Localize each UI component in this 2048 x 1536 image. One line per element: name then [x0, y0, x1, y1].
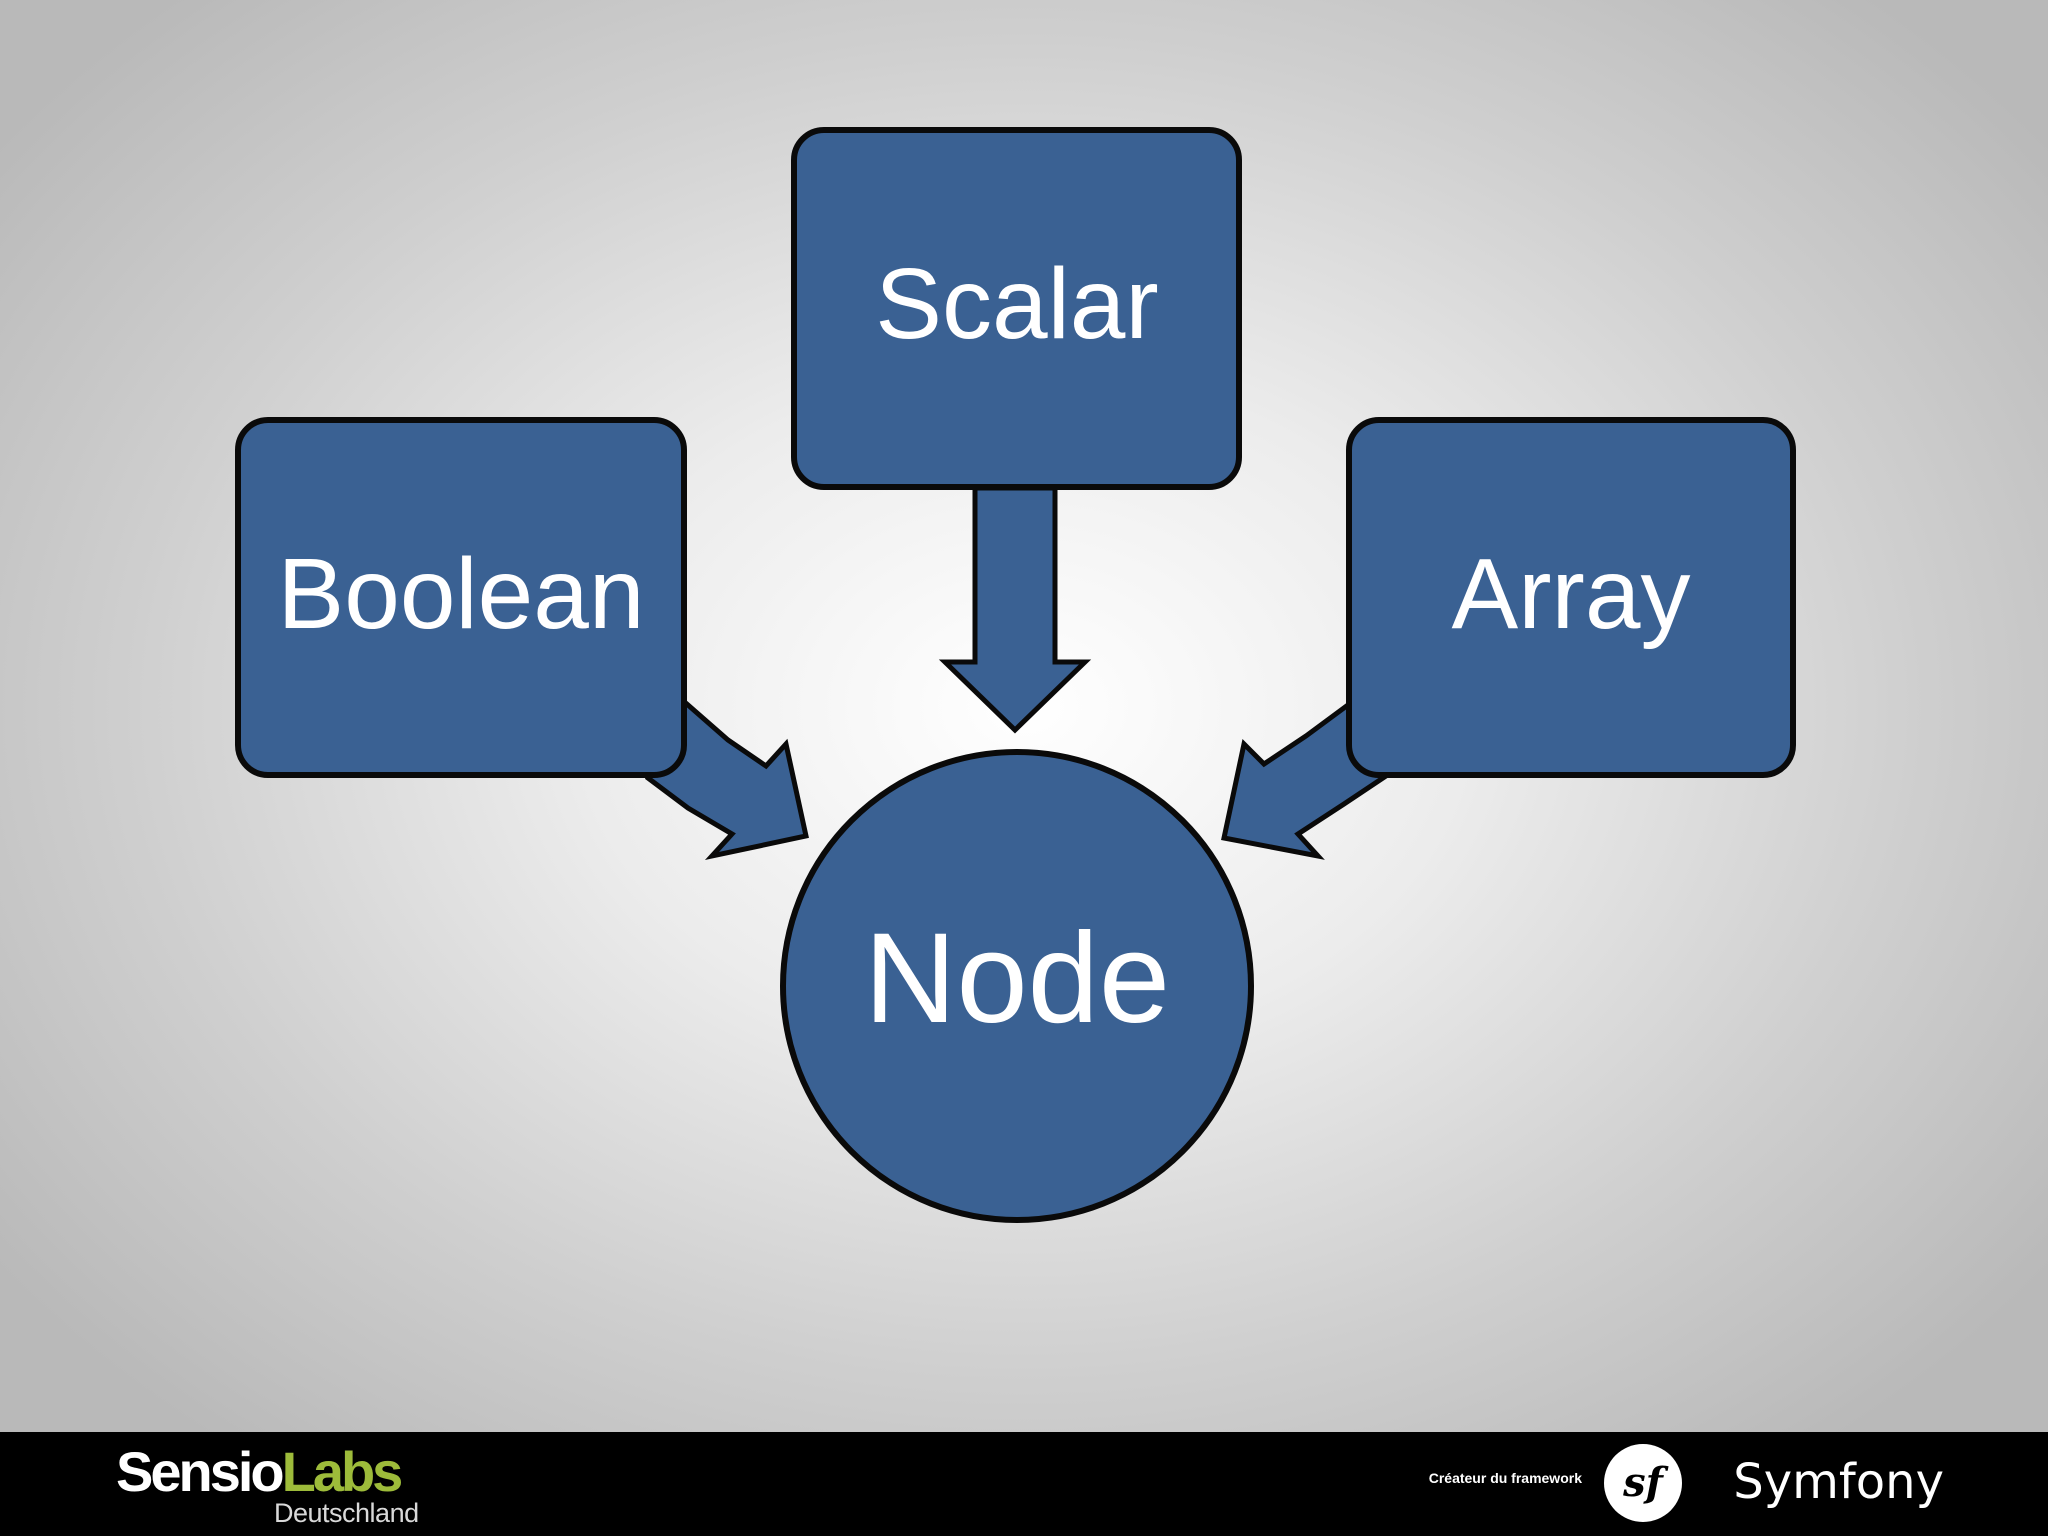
diagram: Scalar Boolean Array Node	[235, 127, 1796, 1223]
array-node: Array	[1346, 417, 1796, 778]
labs-text: Labs	[281, 1440, 404, 1503]
framework-tagline: Créateur du framework	[1428, 1470, 1582, 1486]
sensiolabs-wordmark: SensioLabs	[116, 1440, 404, 1504]
footer-bar: SensioLabs Deutschland Créateur du frame…	[0, 1432, 2048, 1536]
arrow-boolean-to-node	[644, 693, 809, 861]
boolean-label: Boolean	[278, 538, 645, 650]
scalar-node: Scalar	[791, 127, 1242, 490]
symfony-branding: Créateur du framework sf Symfony	[1304, 1432, 1944, 1536]
array-label: Array	[1452, 538, 1691, 650]
node-circle: Node	[780, 749, 1254, 1223]
scalar-label: Scalar	[875, 248, 1158, 360]
sf-glyph: sf	[1623, 1459, 1663, 1506]
sensiolabs-region: Deutschland	[274, 1498, 419, 1528]
sensio-text: Sensio	[116, 1440, 285, 1503]
node-label: Node	[864, 907, 1170, 1050]
sensiolabs-logo: SensioLabs Deutschland	[116, 1440, 456, 1532]
boolean-node: Boolean	[235, 417, 687, 778]
slide-canvas: Scalar Boolean Array Node	[235, 127, 1796, 1223]
symfony-wordmark: Symfony	[1733, 1454, 1944, 1510]
symfony-logo-icon: sf	[1604, 1444, 1682, 1522]
arrow-scalar-to-node	[938, 485, 1092, 734]
